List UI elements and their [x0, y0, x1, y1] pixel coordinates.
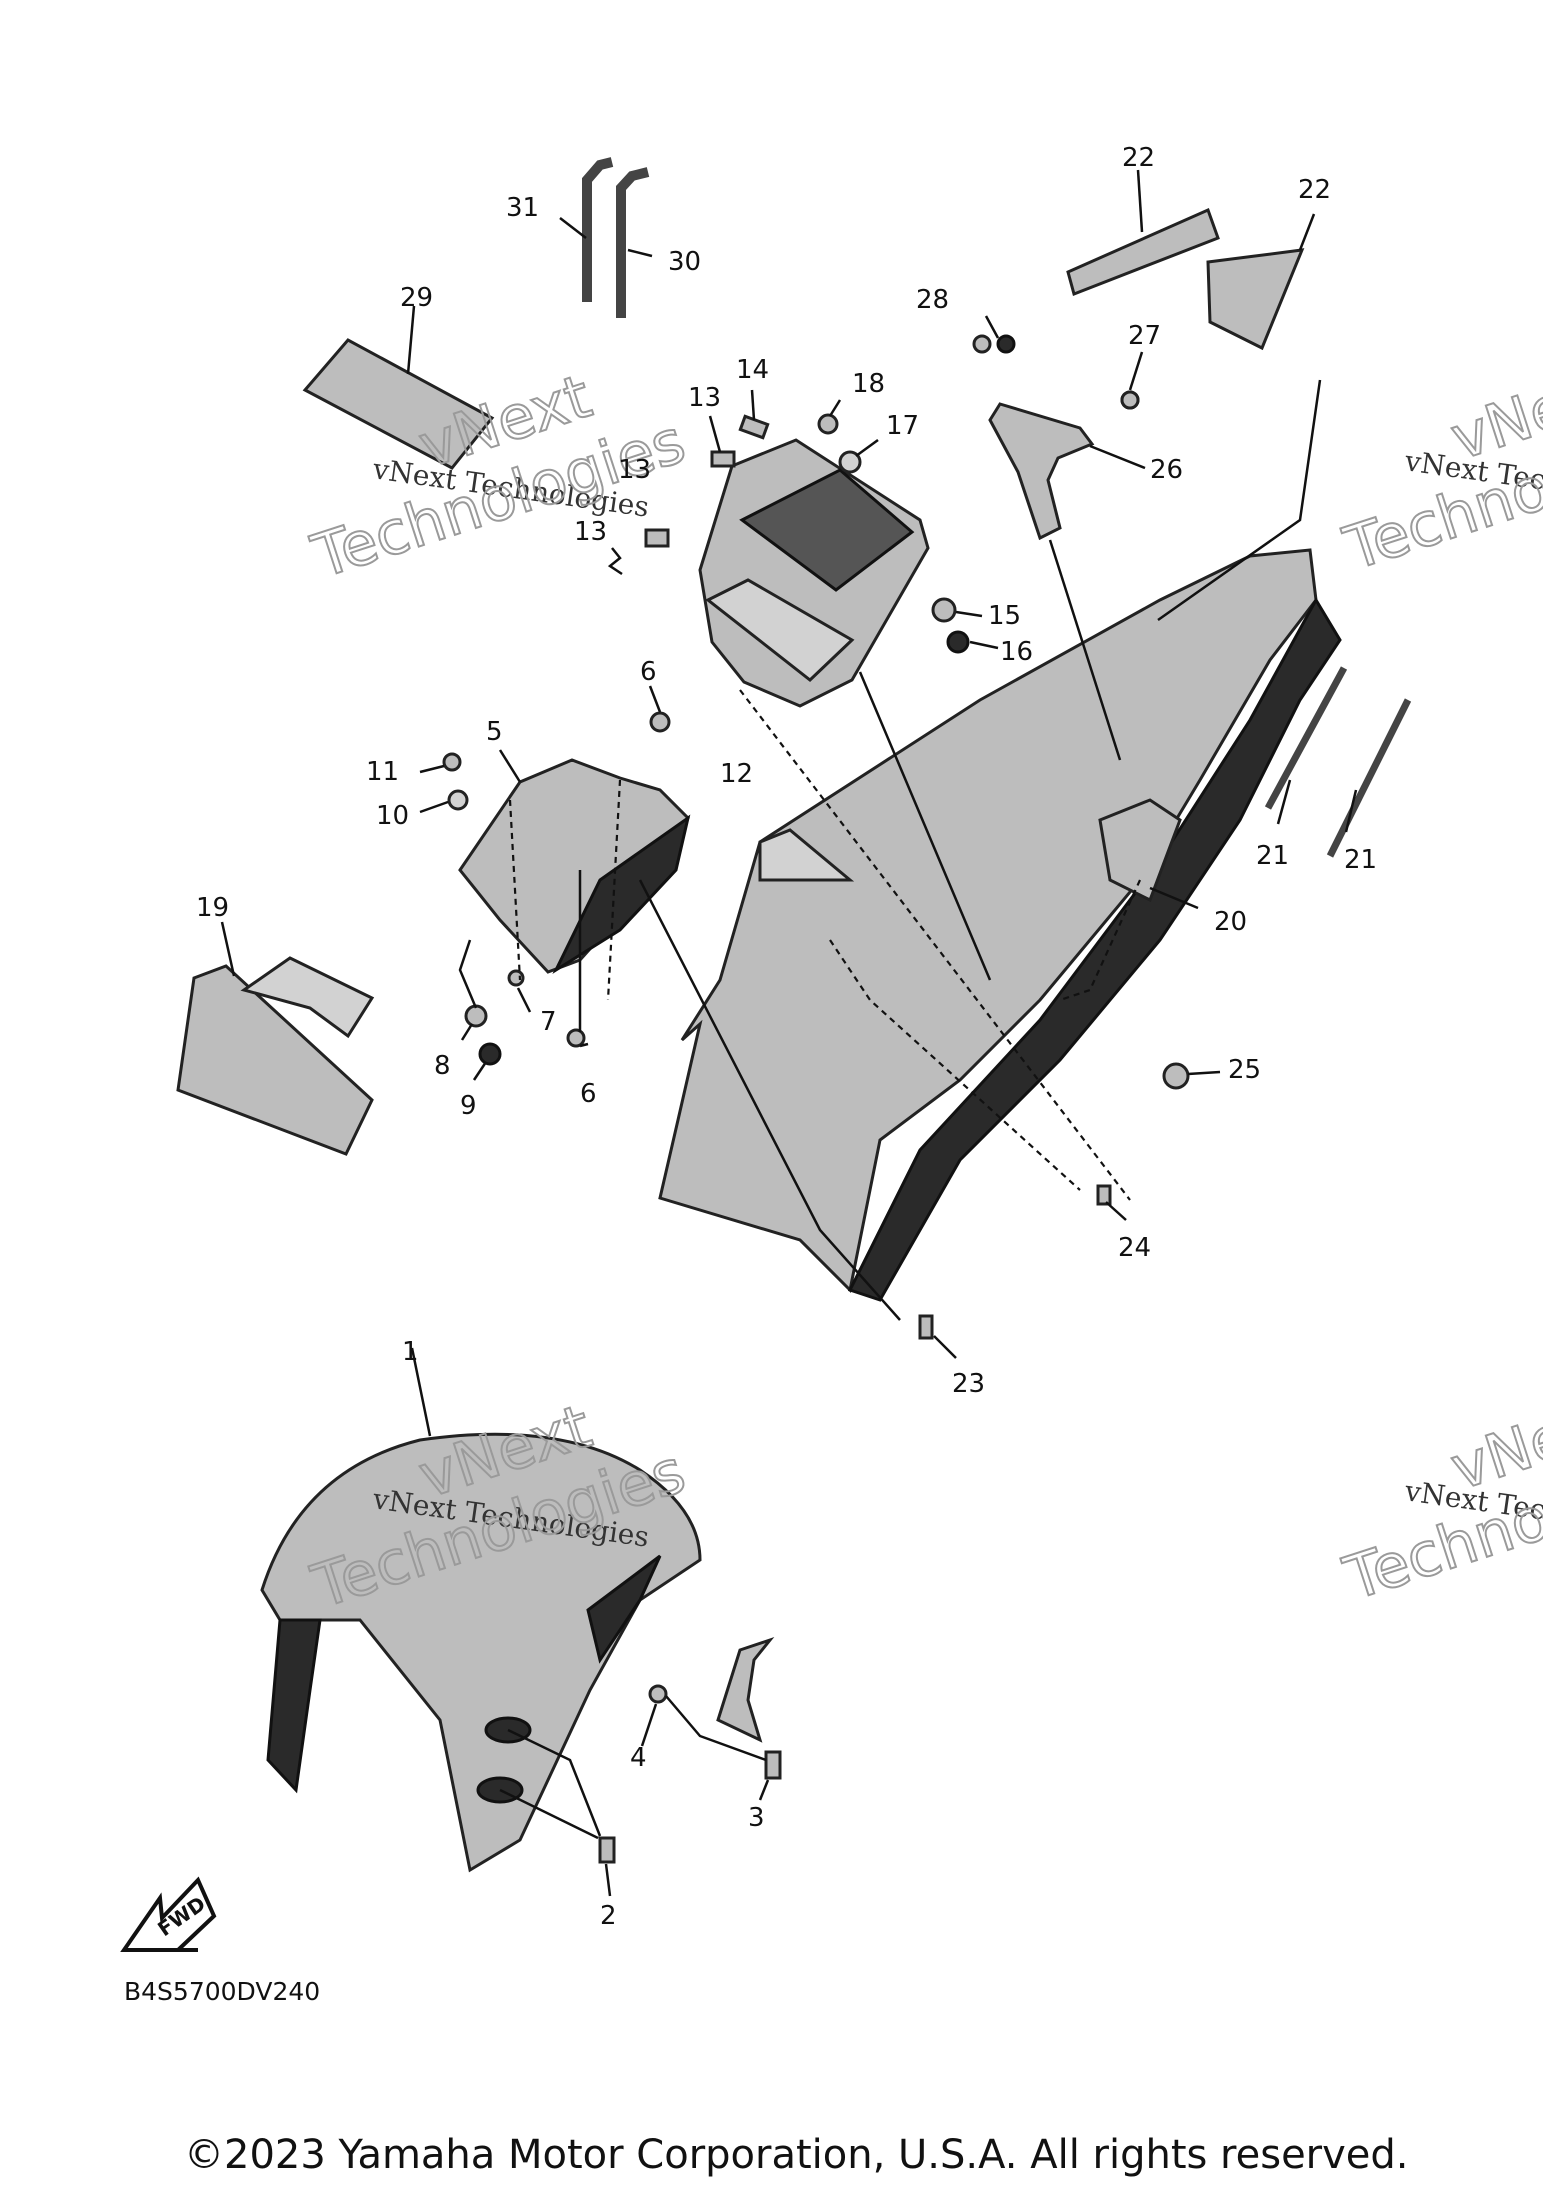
- part-22-pad-a: [1066, 207, 1220, 297]
- part-5-housing: [458, 758, 691, 975]
- part-16: [946, 630, 970, 654]
- part-30-rod: [616, 167, 650, 318]
- callout-6b: 6: [580, 1079, 597, 1109]
- callout-17: 17: [886, 411, 919, 441]
- callout-22b: 22: [1298, 175, 1331, 205]
- part-1-front-fender: [260, 1432, 702, 1873]
- part-29-plate: [302, 338, 495, 470]
- part-23: [918, 1314, 934, 1340]
- part-12-tray: [698, 438, 930, 708]
- callout-13b: 13: [618, 455, 651, 485]
- part-9: [478, 1042, 502, 1066]
- callout-31: 31: [506, 193, 539, 223]
- part-10: [447, 789, 469, 811]
- callout-5: 5: [486, 717, 503, 747]
- callout-13a: 13: [688, 383, 721, 413]
- callout-7: 7: [540, 1007, 557, 1037]
- copyright-notice: ©2023 Yamaha Motor Corporation, U.S.A. A…: [184, 2132, 1409, 2178]
- callout-18: 18: [852, 369, 885, 399]
- assembly-lines: [458, 379, 1322, 1840]
- leader-lines: [220, 169, 1358, 1897]
- callout-29: 29: [400, 283, 433, 313]
- part-3: [764, 1750, 782, 1780]
- callout-20: 20: [1214, 907, 1247, 937]
- callout-15: 15: [988, 601, 1021, 631]
- part-21-strip-b: [1326, 698, 1412, 858]
- callout-2: 2: [600, 1901, 617, 1931]
- callout-21a: 21: [1256, 841, 1289, 871]
- part-27: [1120, 390, 1140, 410]
- callout-labels: 31 30 29 22 22 28 27 26 14 18 17 13 13 1…: [196, 143, 1377, 1931]
- part-24: [1096, 1184, 1112, 1206]
- callout-21b: 21: [1344, 845, 1377, 875]
- callout-3: 3: [748, 1803, 765, 1833]
- callout-13c: 13: [574, 517, 607, 547]
- callout-12: 12: [720, 759, 753, 789]
- part-8: [464, 1004, 488, 1028]
- part-25: [1162, 1062, 1190, 1090]
- part-31-rod: [582, 157, 614, 302]
- part-11: [442, 752, 462, 772]
- part-15: [931, 597, 957, 623]
- fwd-arrow-icon: FWD: [120, 1876, 217, 1952]
- callout-30: 30: [668, 247, 701, 277]
- part-6-b: [566, 1028, 586, 1048]
- part-19-panel: [176, 956, 375, 1156]
- part-20-rear-cowling: [658, 548, 1342, 1302]
- watermark-4: vNext Technologies vNext Technologies: [1335, 1383, 1543, 1616]
- callout-16: 16: [1000, 637, 1033, 667]
- part-2: [598, 1836, 616, 1864]
- watermark-2: vNext Technologies vNext Technologies: [1335, 353, 1543, 586]
- part-26-bracket: [988, 334, 1140, 541]
- callout-23: 23: [952, 1369, 985, 1399]
- callout-4: 4: [630, 1743, 647, 1773]
- callout-27: 27: [1128, 321, 1161, 351]
- part-13-c: [607, 547, 623, 576]
- callout-19: 19: [196, 893, 229, 923]
- diagram-code: B4S5700DV240: [124, 1977, 320, 2006]
- part-21-strip-a: [1264, 666, 1348, 810]
- callout-28: 28: [916, 285, 949, 315]
- part-13-b: [644, 528, 670, 548]
- part-28: [972, 334, 992, 354]
- part-17: [838, 450, 862, 474]
- part-7: [507, 969, 525, 987]
- callout-11: 11: [366, 757, 399, 787]
- callout-25: 25: [1228, 1055, 1261, 1085]
- callout-26: 26: [1150, 455, 1183, 485]
- callout-6a: 6: [640, 657, 657, 687]
- callout-14: 14: [736, 355, 769, 385]
- part-22-pad-b: [1206, 248, 1305, 351]
- callout-22a: 22: [1122, 143, 1155, 173]
- callout-10: 10: [376, 801, 409, 831]
- part-6-a: [649, 711, 671, 733]
- callout-1: 1: [402, 1337, 419, 1367]
- callout-8: 8: [434, 1051, 451, 1081]
- part-14: [738, 414, 770, 440]
- part-4: [648, 1684, 668, 1704]
- part-3-bracket: [716, 1636, 775, 1743]
- callout-9: 9: [460, 1091, 477, 1121]
- callout-24: 24: [1118, 1233, 1151, 1263]
- part-18: [817, 413, 839, 435]
- part-13-a: [710, 450, 736, 468]
